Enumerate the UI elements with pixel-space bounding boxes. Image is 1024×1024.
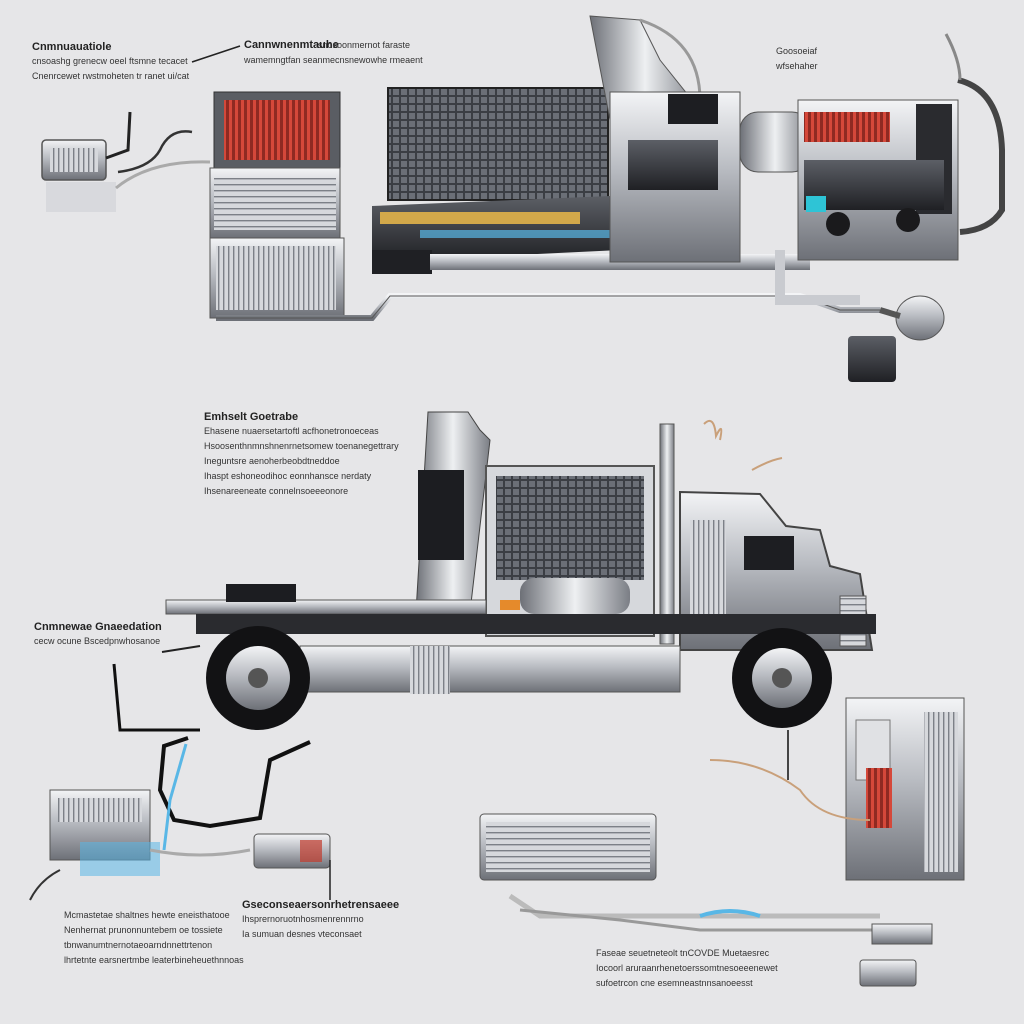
top-left-label-line-2: Cnenrcewet rwstmoheten tr ranet ui/cat (32, 71, 190, 81)
bottom-left-label-line-3: tbnwanumtnernotaeoarndnnettrtenon (64, 940, 213, 950)
left-middle-label-line-1: cecw ocune Bscedpnwhosanoe (34, 636, 161, 646)
top-center-label-title: Cannwnenmtauhe (244, 39, 339, 51)
bottom-left-label-line-1: Mcmastetae shaltnes hewte eneisthatooe (64, 910, 230, 920)
bottom-left-label-line-2: Nenhernat prunonnuntebem oe tossiete (64, 925, 223, 935)
top-left-label: Cnmnuauatiole cnsoashg grenecw oeel ftsm… (32, 40, 189, 84)
middle-label-line-3: Ineguntsre aenoherbeobdtneddoe (204, 456, 340, 466)
bottom-center-left-label: Gseconseaersonrhetrensaeee Ihsprernoruot… (242, 898, 399, 942)
bottom-right-scr-module (845, 697, 965, 881)
top-right-label: Goosoeiaf wfsehaher (776, 44, 818, 74)
left-middle-label-title: Cnmnewae Gnaeedation (34, 621, 162, 633)
middle-label-line-2: Hsoosenthnmnshnenrnetsomew toenanegettra… (204, 441, 399, 451)
top-center-label-line-1: snosoonmernot faraste (318, 40, 411, 50)
middle-label-line-1: Ehasene nuaersetartoftl acfhonetronoecea… (204, 426, 379, 436)
middle-label-line-5: Ihsenareeneate connelnsoeeeonore (204, 486, 349, 496)
top-right-label-title: Goosoeiaf (776, 46, 818, 56)
top-turbo-stack (589, 15, 811, 263)
bottom-right-label-line-2: Iocoorl aruraanrhenetoerssomtnesoeeenewe… (596, 963, 778, 973)
front-wheel (732, 628, 832, 728)
top-left-label-line-1: cnsoashg grenecw oeel ftsmne tecacet (32, 56, 188, 66)
top-exhaust-assembly (41, 15, 1005, 382)
bottom-right-label-line-1: Faseae seuetneteolt tnCOVDE Muetaesrec (596, 948, 770, 958)
middle-label: Emhselt Goetrabe Ehasene nuaersetartoftl… (204, 410, 399, 499)
middle-label-line-4: Ihaspt eshoneodihoc eonnhansce nerdaty (204, 471, 372, 481)
top-right-dpf-module (775, 33, 1005, 305)
top-center-label-line-2: wamemngtfan seanmecnsnewowhe rmeaent (244, 55, 423, 65)
top-tailpipe (848, 295, 945, 382)
top-left-label-title: Cnmnuauatiole (32, 41, 112, 53)
bottom-left-pump-unit (29, 789, 251, 901)
bottom-exhaust-assembly (29, 663, 965, 987)
top-heat-exchanger (209, 91, 345, 319)
bottom-right-label-line-3: sufoetrcon cne esemneastnnsanoeesst (596, 978, 753, 988)
bottom-right-label: Faseae seuetneteolt tnCOVDE Muetaesrec I… (596, 946, 778, 991)
bottom-muffler (479, 813, 657, 881)
bottom-center-left-label-line-2: Ia sumuan desnes vteconsaet (242, 929, 362, 939)
top-engine-block (372, 87, 810, 274)
bottom-center-left-label-title: Gseconseaersonrhetrensaeee (242, 899, 400, 911)
top-center-label: Cannwnenmtauhe snosoonmernot faraste wam… (244, 38, 423, 68)
left-middle-label: Cnmnewae Gnaeedation cecw ocune Bscedpnw… (34, 620, 162, 649)
top-right-label-line-1: wfsehaher (776, 61, 818, 71)
top-left-sensor-unit (41, 111, 211, 212)
bottom-left-label: Mcmastetae shaltnes hewte eneisthatooe N… (64, 908, 244, 968)
bottom-left-label-line-4: lhrtetnte earsnertmbe leaterbineheuethnn… (64, 955, 244, 965)
rear-wheel (206, 626, 310, 730)
bottom-center-left-label-line-1: Ihsprernoruotnhosmenrennrno (242, 914, 364, 924)
bottom-nox-sensor (253, 833, 331, 900)
truck-illustration (161, 411, 876, 730)
middle-label-title: Emhselt Goetrabe (204, 411, 299, 423)
